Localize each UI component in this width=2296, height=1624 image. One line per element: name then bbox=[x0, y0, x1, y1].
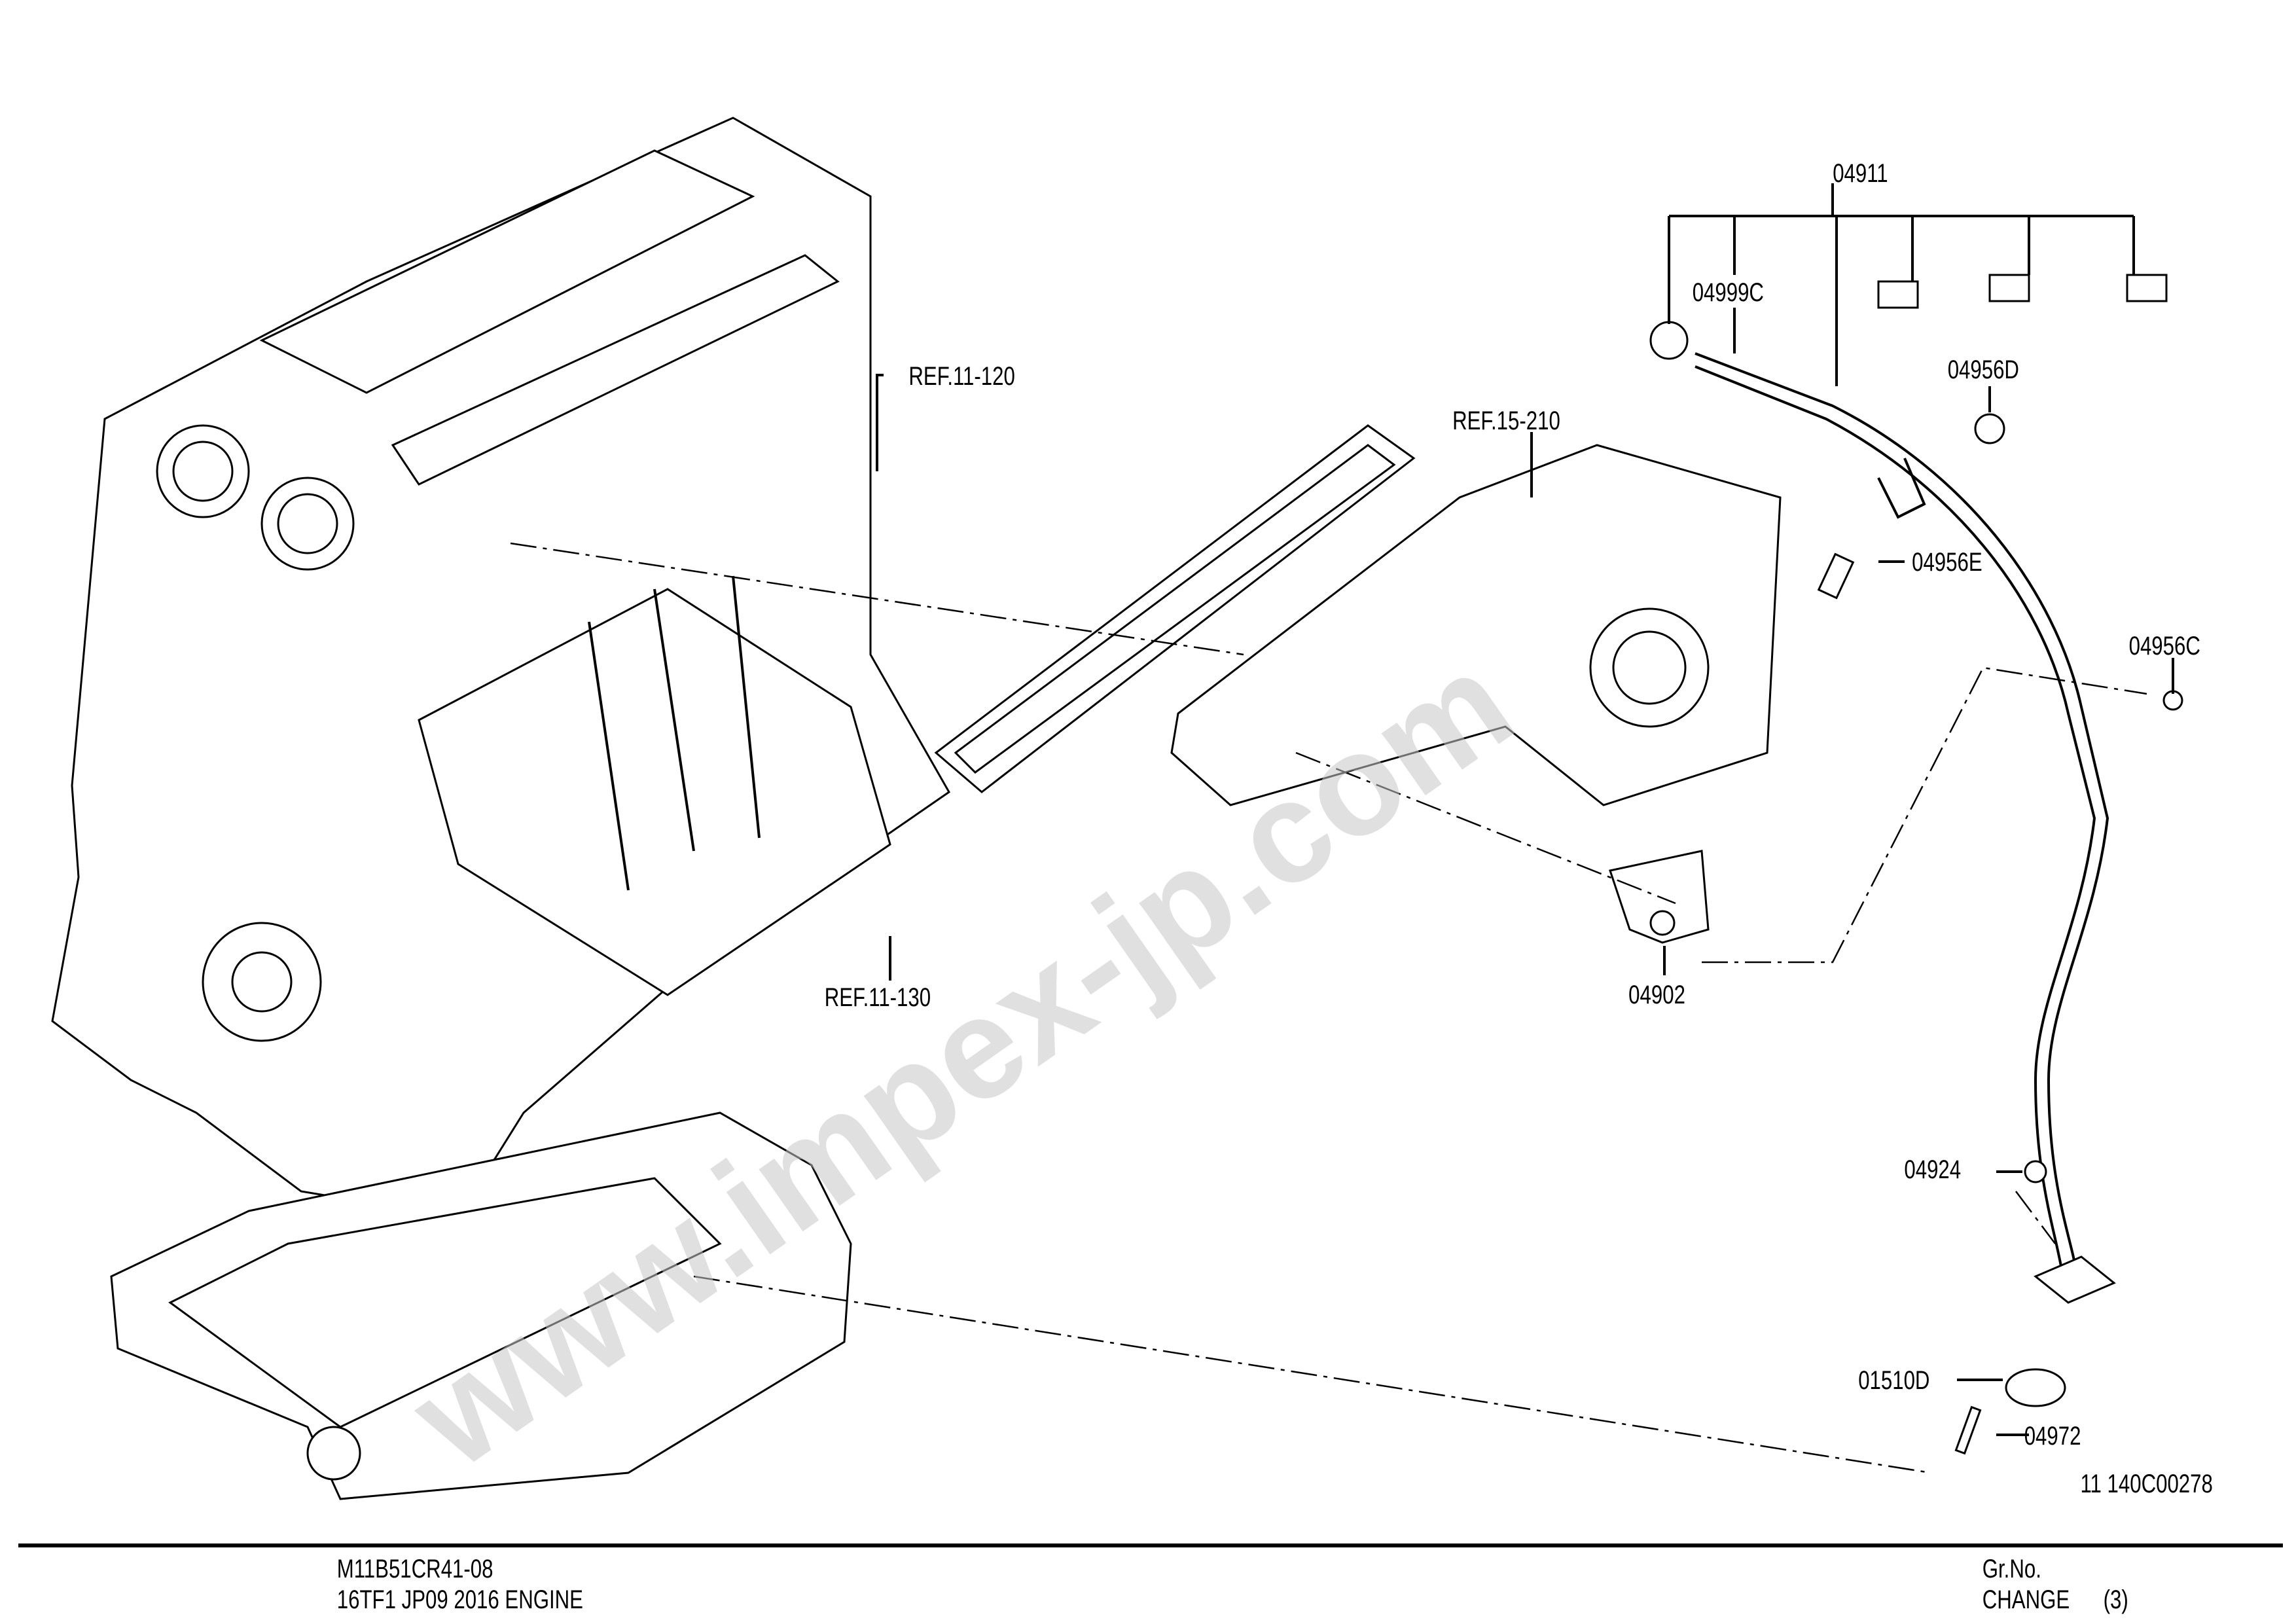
stud-04972-illustration bbox=[1954, 1405, 1982, 1455]
ref-label-15-210[interactable]: REF.15-210 bbox=[1452, 406, 1560, 435]
intake-gasket-illustration bbox=[934, 424, 1416, 793]
footer-group-label: Gr.No. bbox=[1982, 1554, 2041, 1583]
part-label-04972[interactable]: 04972 bbox=[2024, 1421, 2081, 1451]
footer-divider bbox=[18, 1543, 2283, 1547]
bolt-04956D-illustration bbox=[1974, 413, 2005, 444]
illustration-code: 11 140C00278 bbox=[2080, 1469, 2212, 1498]
footer-description: 16TF1 JP09 2016 ENGINE bbox=[337, 1585, 583, 1614]
part-label-04956E[interactable]: 04956E bbox=[1912, 547, 1982, 577]
part-label-04999C[interactable]: 04999C bbox=[1693, 278, 1764, 307]
part-label-04924[interactable]: 04924 bbox=[1904, 1155, 1961, 1184]
bracket-hole bbox=[1649, 910, 1676, 936]
part-label-01510D[interactable]: 01510D bbox=[1858, 1365, 1929, 1395]
part-label-04956C[interactable]: 04956C bbox=[2129, 631, 2200, 660]
footer-change-label: CHANGE bbox=[1982, 1585, 2070, 1614]
intake-manifold-illustration bbox=[1170, 444, 1782, 806]
clip-3-illustration bbox=[2126, 274, 2168, 302]
ref-label-11-120[interactable]: REF.11-120 bbox=[908, 361, 1014, 391]
footer-change-value: (3) bbox=[2104, 1585, 2128, 1614]
engine-assembly-illustration bbox=[51, 117, 950, 1500]
part-label-04902[interactable]: 04902 bbox=[1628, 980, 1685, 1009]
nut-04924-illustration bbox=[2024, 1160, 2047, 1183]
ref-label-11-130[interactable]: REF.11-130 bbox=[825, 983, 931, 1012]
part-label-04956D[interactable]: 04956D bbox=[1948, 355, 2019, 384]
clip-2-illustration bbox=[1988, 274, 2030, 302]
leader-lines bbox=[510, 183, 2174, 1474]
part-label-04911[interactable]: 04911 bbox=[1833, 158, 1888, 188]
bolt-04956E-illustration bbox=[1817, 552, 1855, 600]
footer-model-code: M11B51CR41-08 bbox=[337, 1554, 493, 1583]
clip-1-illustration bbox=[1877, 280, 1919, 309]
bolt-04956C-illustration bbox=[2162, 690, 2183, 711]
